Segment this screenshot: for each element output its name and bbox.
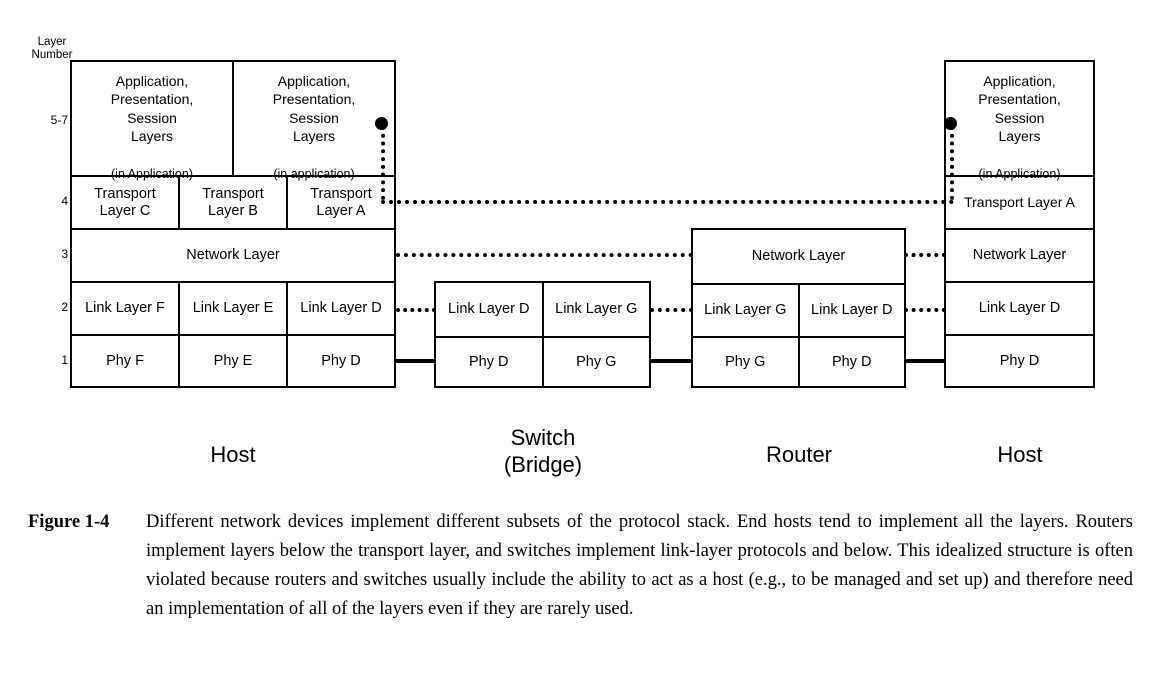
- protocol-stack-figure: Layer Number 5-7 4 3 2 1 Application, Pr…: [31, 36, 1095, 477]
- cell-link-layer-d-router: Link Layer D: [797, 285, 905, 336]
- cell-link-layer-g-router: Link Layer G: [704, 302, 787, 318]
- device-stack-router: Network Layer Link Layer G Link Layer D …: [691, 228, 906, 388]
- layer-number-2: 2: [61, 300, 68, 314]
- cell-application-host-right: Application, Presentation, Session Layer…: [946, 62, 1093, 182]
- dotted-link-network-router-hostright: [904, 253, 946, 257]
- device-stack-host-right: Application, Presentation, Session Layer…: [944, 60, 1095, 388]
- cell-application-a-title: Application, Presentation, Session Layer…: [272, 72, 356, 145]
- row-application-host-right: Application, Presentation, Session Layer…: [946, 62, 1093, 182]
- dotted-drop-host-right: [950, 126, 954, 200]
- cell-application-c-title: Application, Presentation, Session Layer…: [110, 72, 194, 145]
- cell-transport-layer-a: Transport Layer A: [286, 177, 394, 228]
- dotted-link-network-hostleft-router: [396, 253, 693, 257]
- dotted-link-link-switch-router: [650, 308, 693, 312]
- row-link-host-left: Link Layer F Link Layer E Link Layer D: [72, 281, 394, 334]
- cell-application-a: Application, Presentation, Session Layer…: [232, 62, 394, 181]
- figure-caption-label: Figure 1-4: [28, 512, 110, 532]
- cell-phy-d-host-right: Phy D: [999, 352, 1040, 369]
- dotted-link-link-router-hostright: [904, 308, 946, 312]
- cell-application-host-right-note: (in Application): [978, 167, 1061, 182]
- cell-network-layer-host-right: Network Layer: [972, 247, 1067, 263]
- row-link-host-right: Link Layer D: [946, 281, 1093, 334]
- row-link-router: Link Layer G Link Layer D: [693, 283, 904, 336]
- figure-caption: Figure 1-4 Different network devices imp…: [28, 508, 1133, 624]
- cell-link-layer-e: Link Layer E: [178, 283, 286, 334]
- row-transport-host-left: Transport Layer C Transport Layer B Tran…: [72, 175, 394, 228]
- cell-link-layer-d-host-left: Link Layer D: [286, 283, 394, 334]
- cell-link-layer-d-switch: Link Layer D: [448, 301, 530, 317]
- device-stack-host-left: Application, Presentation, Session Layer…: [70, 60, 396, 388]
- row-application-host-left: Application, Presentation, Session Layer…: [72, 62, 394, 182]
- cell-application-c-note: (in Application): [111, 167, 193, 182]
- cell-link-layer-d-host-right: Link Layer D: [978, 300, 1061, 316]
- cell-phy-e: Phy E: [178, 336, 286, 386]
- cell-phy-f: Phy F: [106, 352, 144, 369]
- row-network-router: Network Layer: [693, 230, 904, 283]
- dotted-link-transport-end-to-end: [381, 200, 954, 204]
- dotted-drop-host-left: [381, 126, 385, 200]
- device-stack-switch: Link Layer D Link Layer G Phy D Phy G: [434, 281, 651, 388]
- row-transport-host-right: Transport Layer A: [946, 175, 1093, 228]
- layer-number-4: 4: [61, 194, 68, 208]
- row-phy-host-right: Phy D: [946, 334, 1093, 386]
- layer-number-3: 3: [61, 247, 68, 261]
- cell-phy-g-router: Phy G: [725, 353, 766, 370]
- cell-phy-d-router: Phy D: [797, 338, 905, 386]
- row-phy-switch: Phy D Phy G: [436, 336, 649, 386]
- layer-number-5-7: 5-7: [50, 113, 68, 127]
- device-label-switch: Switch (Bridge): [503, 425, 583, 477]
- row-phy-host-left: Phy F Phy E Phy D: [72, 334, 394, 386]
- dotted-link-link-hostleft-switch: [396, 308, 436, 312]
- device-label-host-right: Host: [997, 442, 1043, 467]
- layer-number-1: 1: [61, 353, 68, 367]
- cell-application-c: Application, Presentation, Session Layer…: [72, 62, 232, 182]
- cell-transport-layer-a-host-right: Transport Layer A: [964, 194, 1075, 210]
- cell-phy-d-switch: Phy D: [469, 353, 509, 370]
- cell-network-layer-host-left: Network Layer: [186, 247, 280, 263]
- device-label-router: Router: [765, 442, 833, 467]
- solid-link-phy-hostleft-switch: [394, 359, 436, 363]
- row-link-switch: Link Layer D Link Layer G: [436, 283, 649, 336]
- cell-link-layer-f: Link Layer F: [85, 300, 165, 316]
- cell-network-layer-router: Network Layer: [751, 248, 846, 264]
- row-network-host-left: Network Layer: [72, 228, 394, 281]
- solid-link-phy-router-hostright: [904, 359, 946, 363]
- cell-phy-d-host-left: Phy D: [286, 336, 394, 386]
- figure-caption-text: Different network devices implement diff…: [146, 512, 1133, 619]
- cell-application-host-right-title: Application, Presentation, Session Layer…: [978, 72, 1061, 145]
- cell-transport-layer-c: Transport Layer C: [94, 185, 156, 219]
- cell-phy-g-switch: Phy G: [541, 338, 650, 386]
- row-phy-router: Phy G Phy D: [693, 336, 904, 386]
- device-label-host-left: Host: [210, 442, 256, 467]
- row-network-host-right: Network Layer: [946, 228, 1093, 281]
- solid-link-phy-switch-router: [649, 359, 693, 363]
- cell-link-layer-g-switch: Link Layer G: [541, 283, 650, 336]
- layer-number-axis-header: Layer Number: [31, 36, 73, 61]
- cell-application-a-note: (in application): [273, 167, 355, 182]
- cell-transport-layer-b: Transport Layer B: [178, 177, 286, 228]
